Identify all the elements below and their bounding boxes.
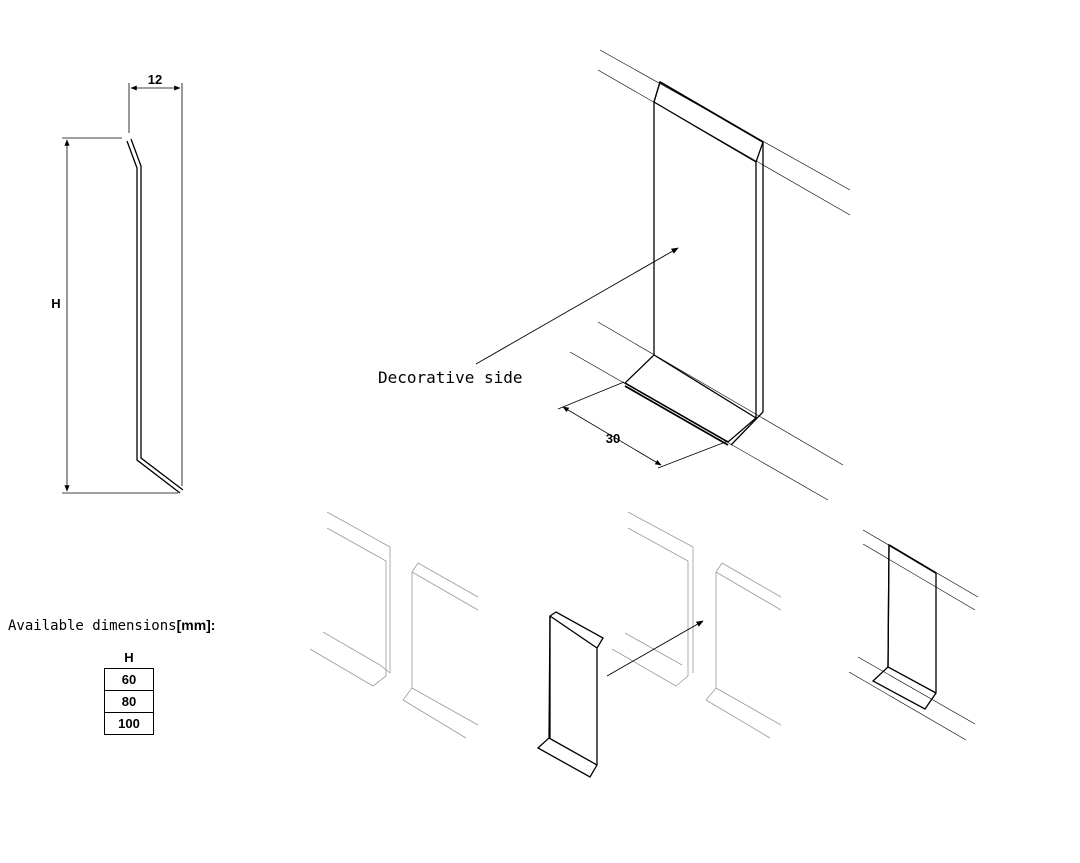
dimensions-table-header: H xyxy=(124,649,134,665)
small-clip-installed xyxy=(871,543,937,710)
assembly-step-1 xyxy=(309,511,479,739)
available-dimensions-text: Available dimensions xyxy=(8,618,177,634)
dimensions-table-cell: 80 xyxy=(104,690,154,713)
small-clip-loose xyxy=(536,611,604,778)
dim-depth-label: 30 xyxy=(606,431,620,446)
assembly-step-2 xyxy=(536,511,782,778)
profile-dimensions xyxy=(62,83,183,494)
iso-depth-dimension xyxy=(557,381,729,469)
dimensions-table: H 60 80 100 xyxy=(104,646,154,735)
profile-outline-outer xyxy=(126,140,181,494)
assembly-step-3 xyxy=(848,529,979,741)
iso-main-clip xyxy=(623,81,764,446)
dimensions-table-cell: 100 xyxy=(104,712,154,735)
dimensions-table-cell: 60 xyxy=(104,668,154,691)
insert-arrow xyxy=(606,620,704,677)
profile-outline-inner xyxy=(130,138,184,491)
dim-height-label: H xyxy=(51,296,60,311)
available-dimensions-unit: [mm]: xyxy=(176,617,216,633)
callout-leader xyxy=(475,247,679,365)
dim-width-label: 12 xyxy=(148,72,162,87)
clip-outline xyxy=(623,81,764,443)
profile-side-view xyxy=(126,138,184,494)
available-dimensions-label: Available dimensions[mm]: xyxy=(8,617,215,635)
callout-label: Decorative side xyxy=(378,368,523,387)
